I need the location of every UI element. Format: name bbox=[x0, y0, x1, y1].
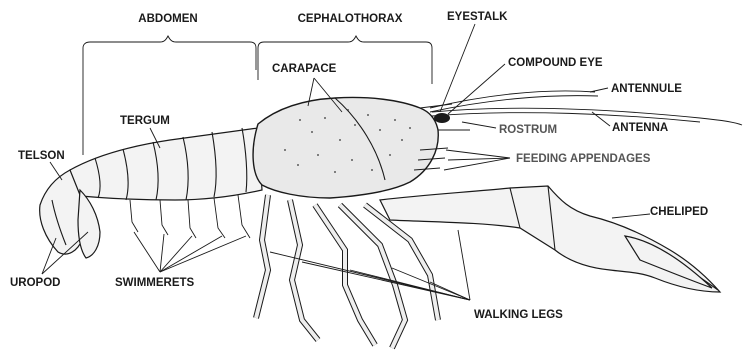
label-carapace: CARAPACE bbox=[272, 63, 337, 75]
antenna-shape bbox=[432, 108, 742, 125]
label-tergum: TERGUM bbox=[120, 115, 170, 127]
label-compound-eye: COMPOUND EYE bbox=[508, 57, 603, 69]
cephalothorax-shape bbox=[253, 97, 470, 198]
label-antennule: ANTENNULE bbox=[611, 83, 682, 95]
label-antenna: ANTENNA bbox=[612, 122, 668, 134]
label-feeding-appendages: FEEDING APPENDAGES bbox=[516, 153, 651, 165]
label-walking-legs: WALKING LEGS bbox=[474, 309, 563, 321]
label-cheliped: CHELIPED bbox=[650, 206, 708, 218]
antennule-shape bbox=[430, 91, 595, 108]
cephalothorax-bracket bbox=[258, 36, 432, 84]
label-telson: TELSON bbox=[18, 150, 65, 162]
compound-eye-shape bbox=[434, 113, 450, 123]
label-eyestalk: EYESTALK bbox=[447, 11, 508, 23]
label-swimmerets: SWIMMERETS bbox=[115, 277, 195, 289]
label-abdomen: ABDOMEN bbox=[138, 13, 197, 25]
label-rostrum: ROSTRUM bbox=[499, 124, 557, 136]
label-cephalothorax: CEPHALOTHORAX bbox=[298, 13, 403, 25]
label-uropod: UROPOD bbox=[10, 277, 60, 289]
